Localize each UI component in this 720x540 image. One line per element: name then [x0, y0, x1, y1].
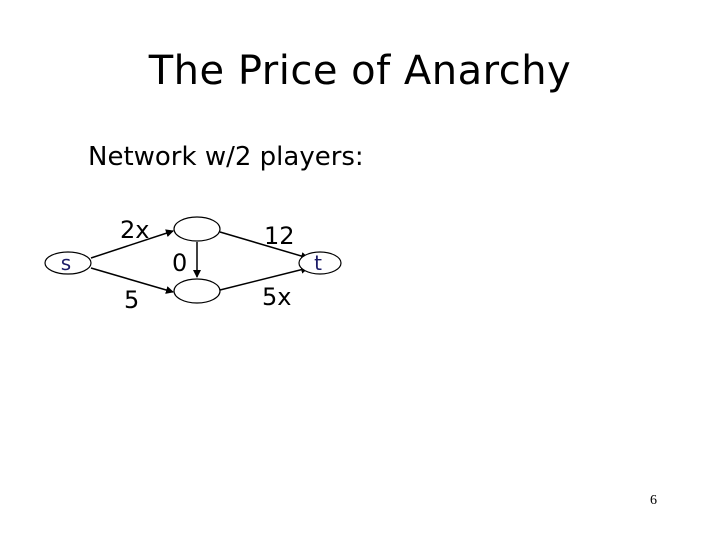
node-top	[173, 216, 221, 242]
edge-label-top-bottom: 0	[172, 249, 187, 277]
edge-label-s-top: 2x	[120, 216, 149, 244]
edge-label-s-bottom: 5	[124, 286, 139, 314]
edge-top-to-t	[219, 231, 309, 260]
slide-title: The Price of Anarchy	[148, 48, 572, 94]
node-t	[298, 251, 342, 275]
edge-s-to-top	[90, 229, 174, 259]
page-number: 6	[650, 493, 657, 508]
edge-bottom-to-t	[219, 265, 309, 291]
network-subtitle: Network w/2 players:	[88, 142, 364, 172]
node-t-label: t	[314, 251, 322, 275]
edge-label-bottom-t: 5x	[262, 283, 291, 311]
node-bottom	[173, 278, 221, 304]
node-s-label: s	[61, 251, 71, 275]
node-s	[44, 251, 92, 275]
edge-label-top-t: 12	[264, 222, 295, 250]
edge-s-to-bottom	[90, 267, 174, 294]
